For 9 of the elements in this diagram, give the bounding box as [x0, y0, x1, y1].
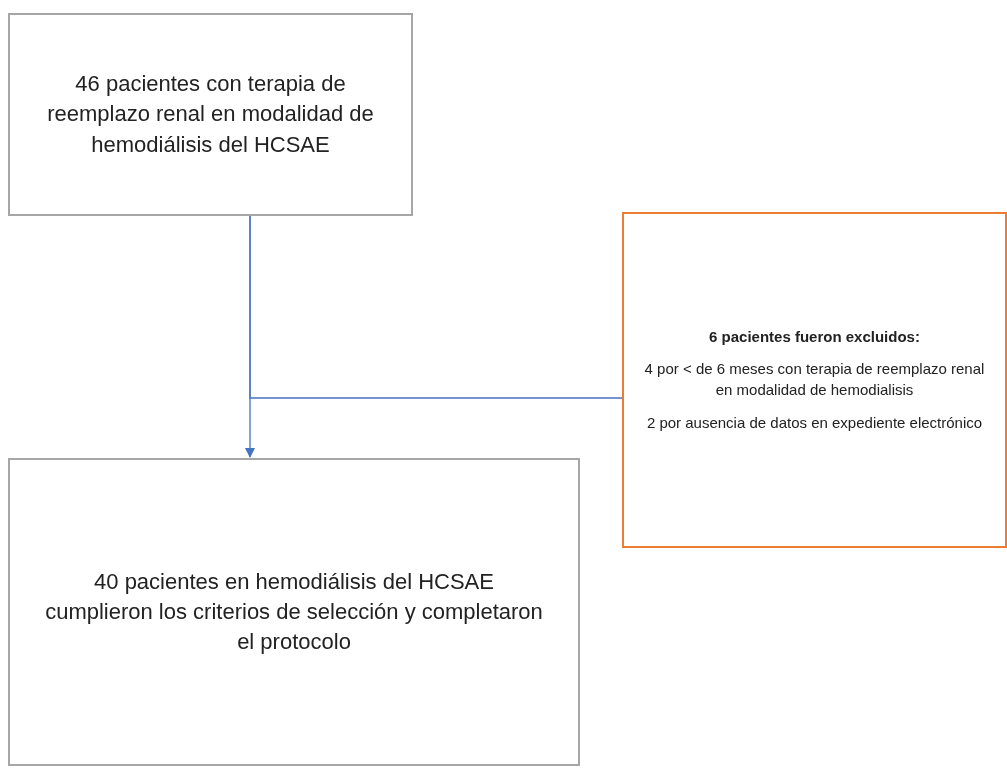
- process-box: [8, 13, 413, 216]
- exclusion-box: [622, 212, 1007, 548]
- box-text: 2 por ausencia de datos en expediente electrónico: [646, 412, 983, 433]
- connector-line: [249, 215, 623, 399]
- box-text: 40 pacientes en hemodiálisis del HCSAE cumplieron los criterios de selección y completaron el protocolo: [44, 567, 544, 657]
- box-heading: 6 pacientes fueron excluidos:: [709, 326, 920, 347]
- box-text: 4 por < de 6 meses con terapia de reemplazo renal en modalidad de hemodialisis: [643, 359, 986, 400]
- box-text: 46 pacientes con terapia de reemplazo renal en modalidad de hemodiálisis del HCSAE: [46, 70, 375, 159]
- process-box: [8, 458, 580, 766]
